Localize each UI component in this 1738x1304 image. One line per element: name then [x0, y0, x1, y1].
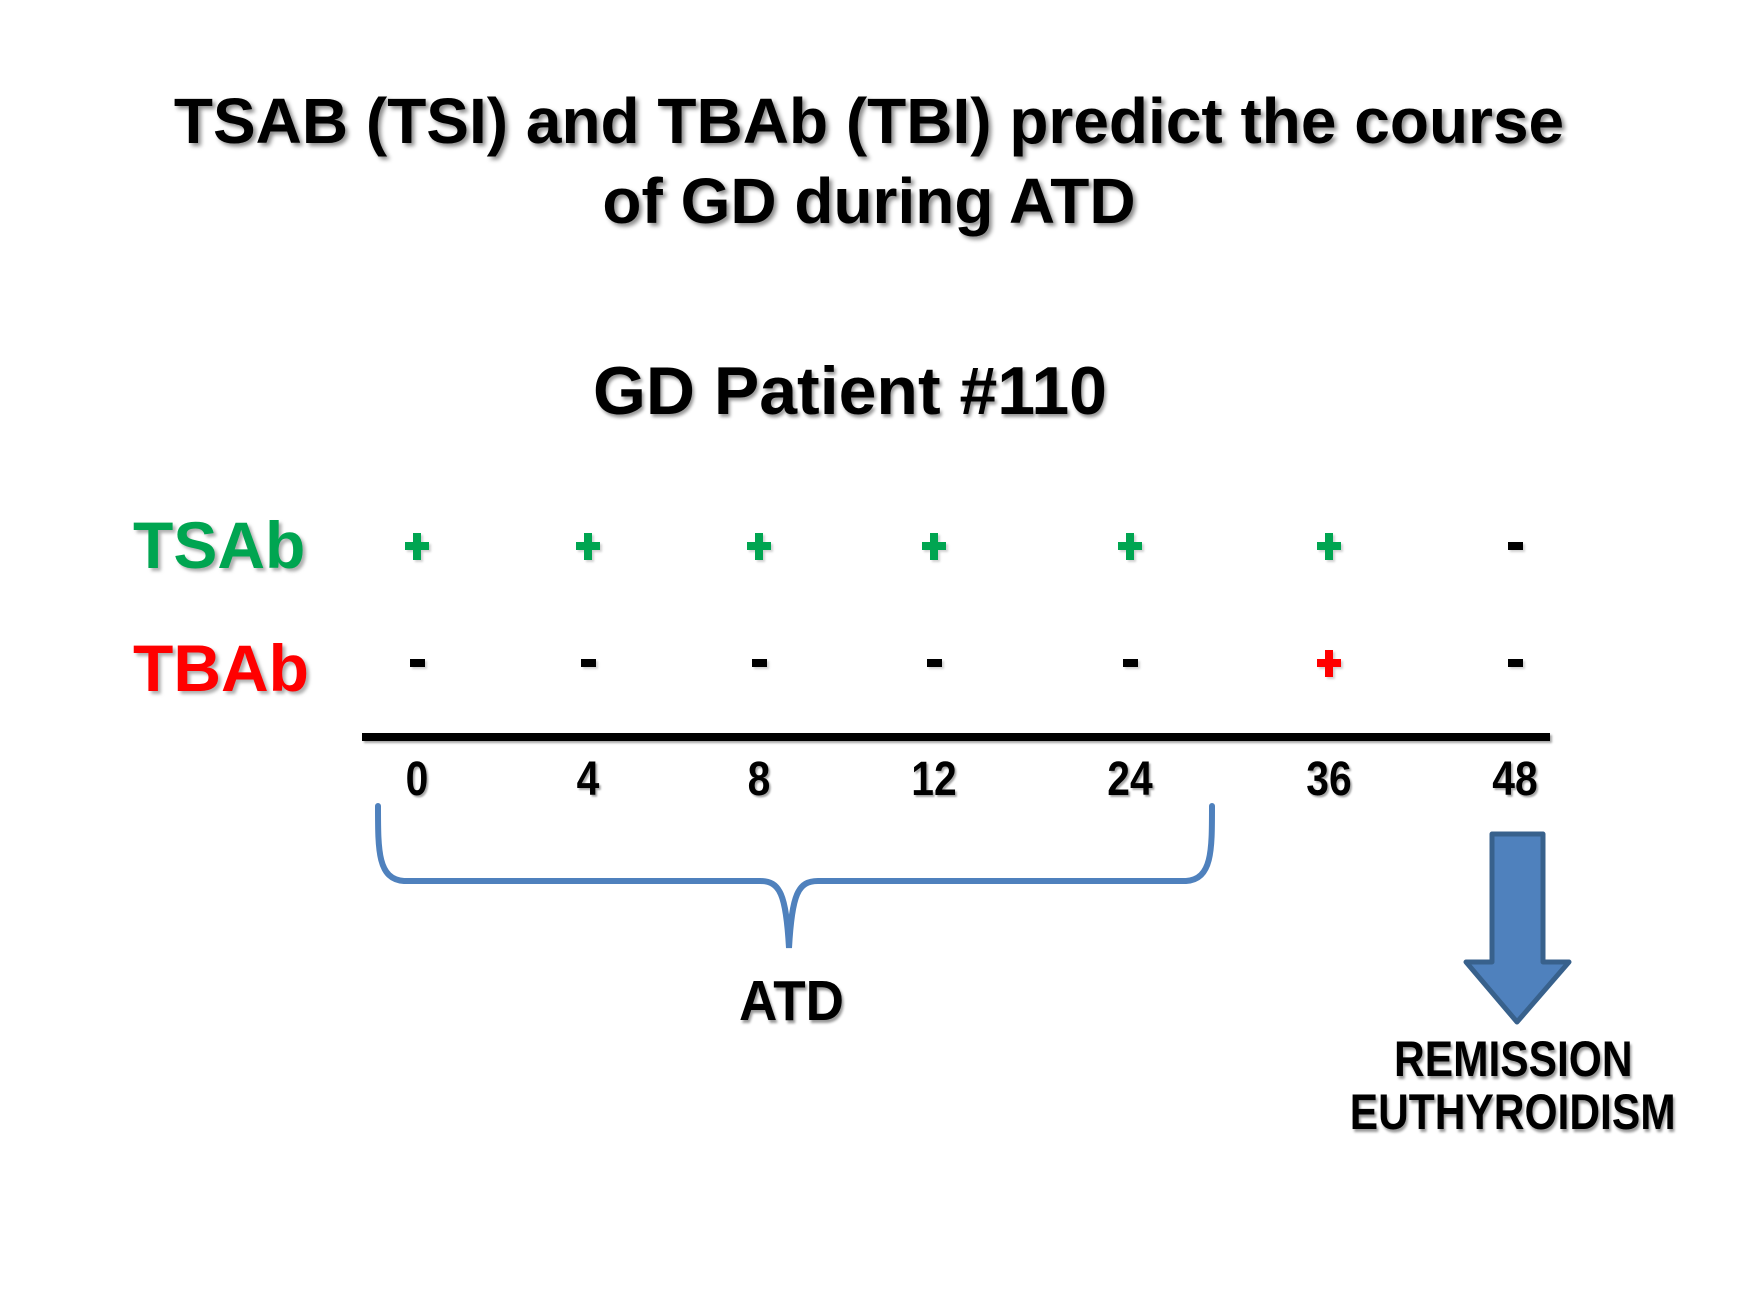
tbab-cell-2-minus	[739, 643, 779, 683]
tsab-cell-2-plus	[739, 526, 779, 566]
timeline-axis-line	[362, 733, 1550, 741]
tsab-cell-1-plus	[568, 526, 608, 566]
tsab-cell-5-plus	[1309, 526, 1349, 566]
outcome-label: REMISSION EUTHYROIDISM	[1263, 1033, 1738, 1139]
tbab-row-label: TBAb	[133, 631, 309, 705]
tsab-cell-4-plus	[1110, 526, 1150, 566]
atd-label: ATD	[738, 969, 844, 1033]
tsab-cell-6-minus	[1495, 526, 1535, 566]
timeline-tick-24: 24	[1107, 753, 1153, 806]
slide-title-line1: TSAB (TSI) and TBAb (TBI) predict the co…	[173, 85, 1565, 157]
tbab-cell-4-minus	[1110, 643, 1150, 683]
outcome-line1: REMISSION	[1393, 1031, 1633, 1087]
tsab-cell-3-plus	[914, 526, 954, 566]
timeline-tick-36: 36	[1306, 753, 1352, 806]
slide-title-line2: of GD during ATD	[602, 165, 1136, 237]
tbab-cell-1-minus	[568, 643, 608, 683]
atd-brace	[375, 803, 1215, 949]
outcome-line2: EUTHYROIDISM	[1350, 1084, 1676, 1140]
timeline-tick-12: 12	[911, 753, 957, 806]
tsab-cell-0-plus	[397, 526, 437, 566]
tbab-cell-3-minus	[914, 643, 954, 683]
timeline-tick-0: 0	[405, 753, 429, 806]
tbab-cell-0-minus	[397, 643, 437, 683]
timeline-tick-48: 48	[1492, 753, 1538, 806]
tbab-cell-5-plus	[1309, 643, 1349, 683]
slide-title: TSAB (TSI) and TBAb (TBI) predict the co…	[0, 81, 1738, 241]
down-arrow	[1463, 831, 1572, 1025]
patient-subtitle: GD Patient #110	[592, 353, 1108, 429]
timeline-tick-8: 8	[747, 753, 771, 806]
tbab-cell-6-minus	[1495, 643, 1535, 683]
timeline-tick-4: 4	[576, 753, 600, 806]
tsab-row-label: TSAb	[133, 508, 306, 582]
